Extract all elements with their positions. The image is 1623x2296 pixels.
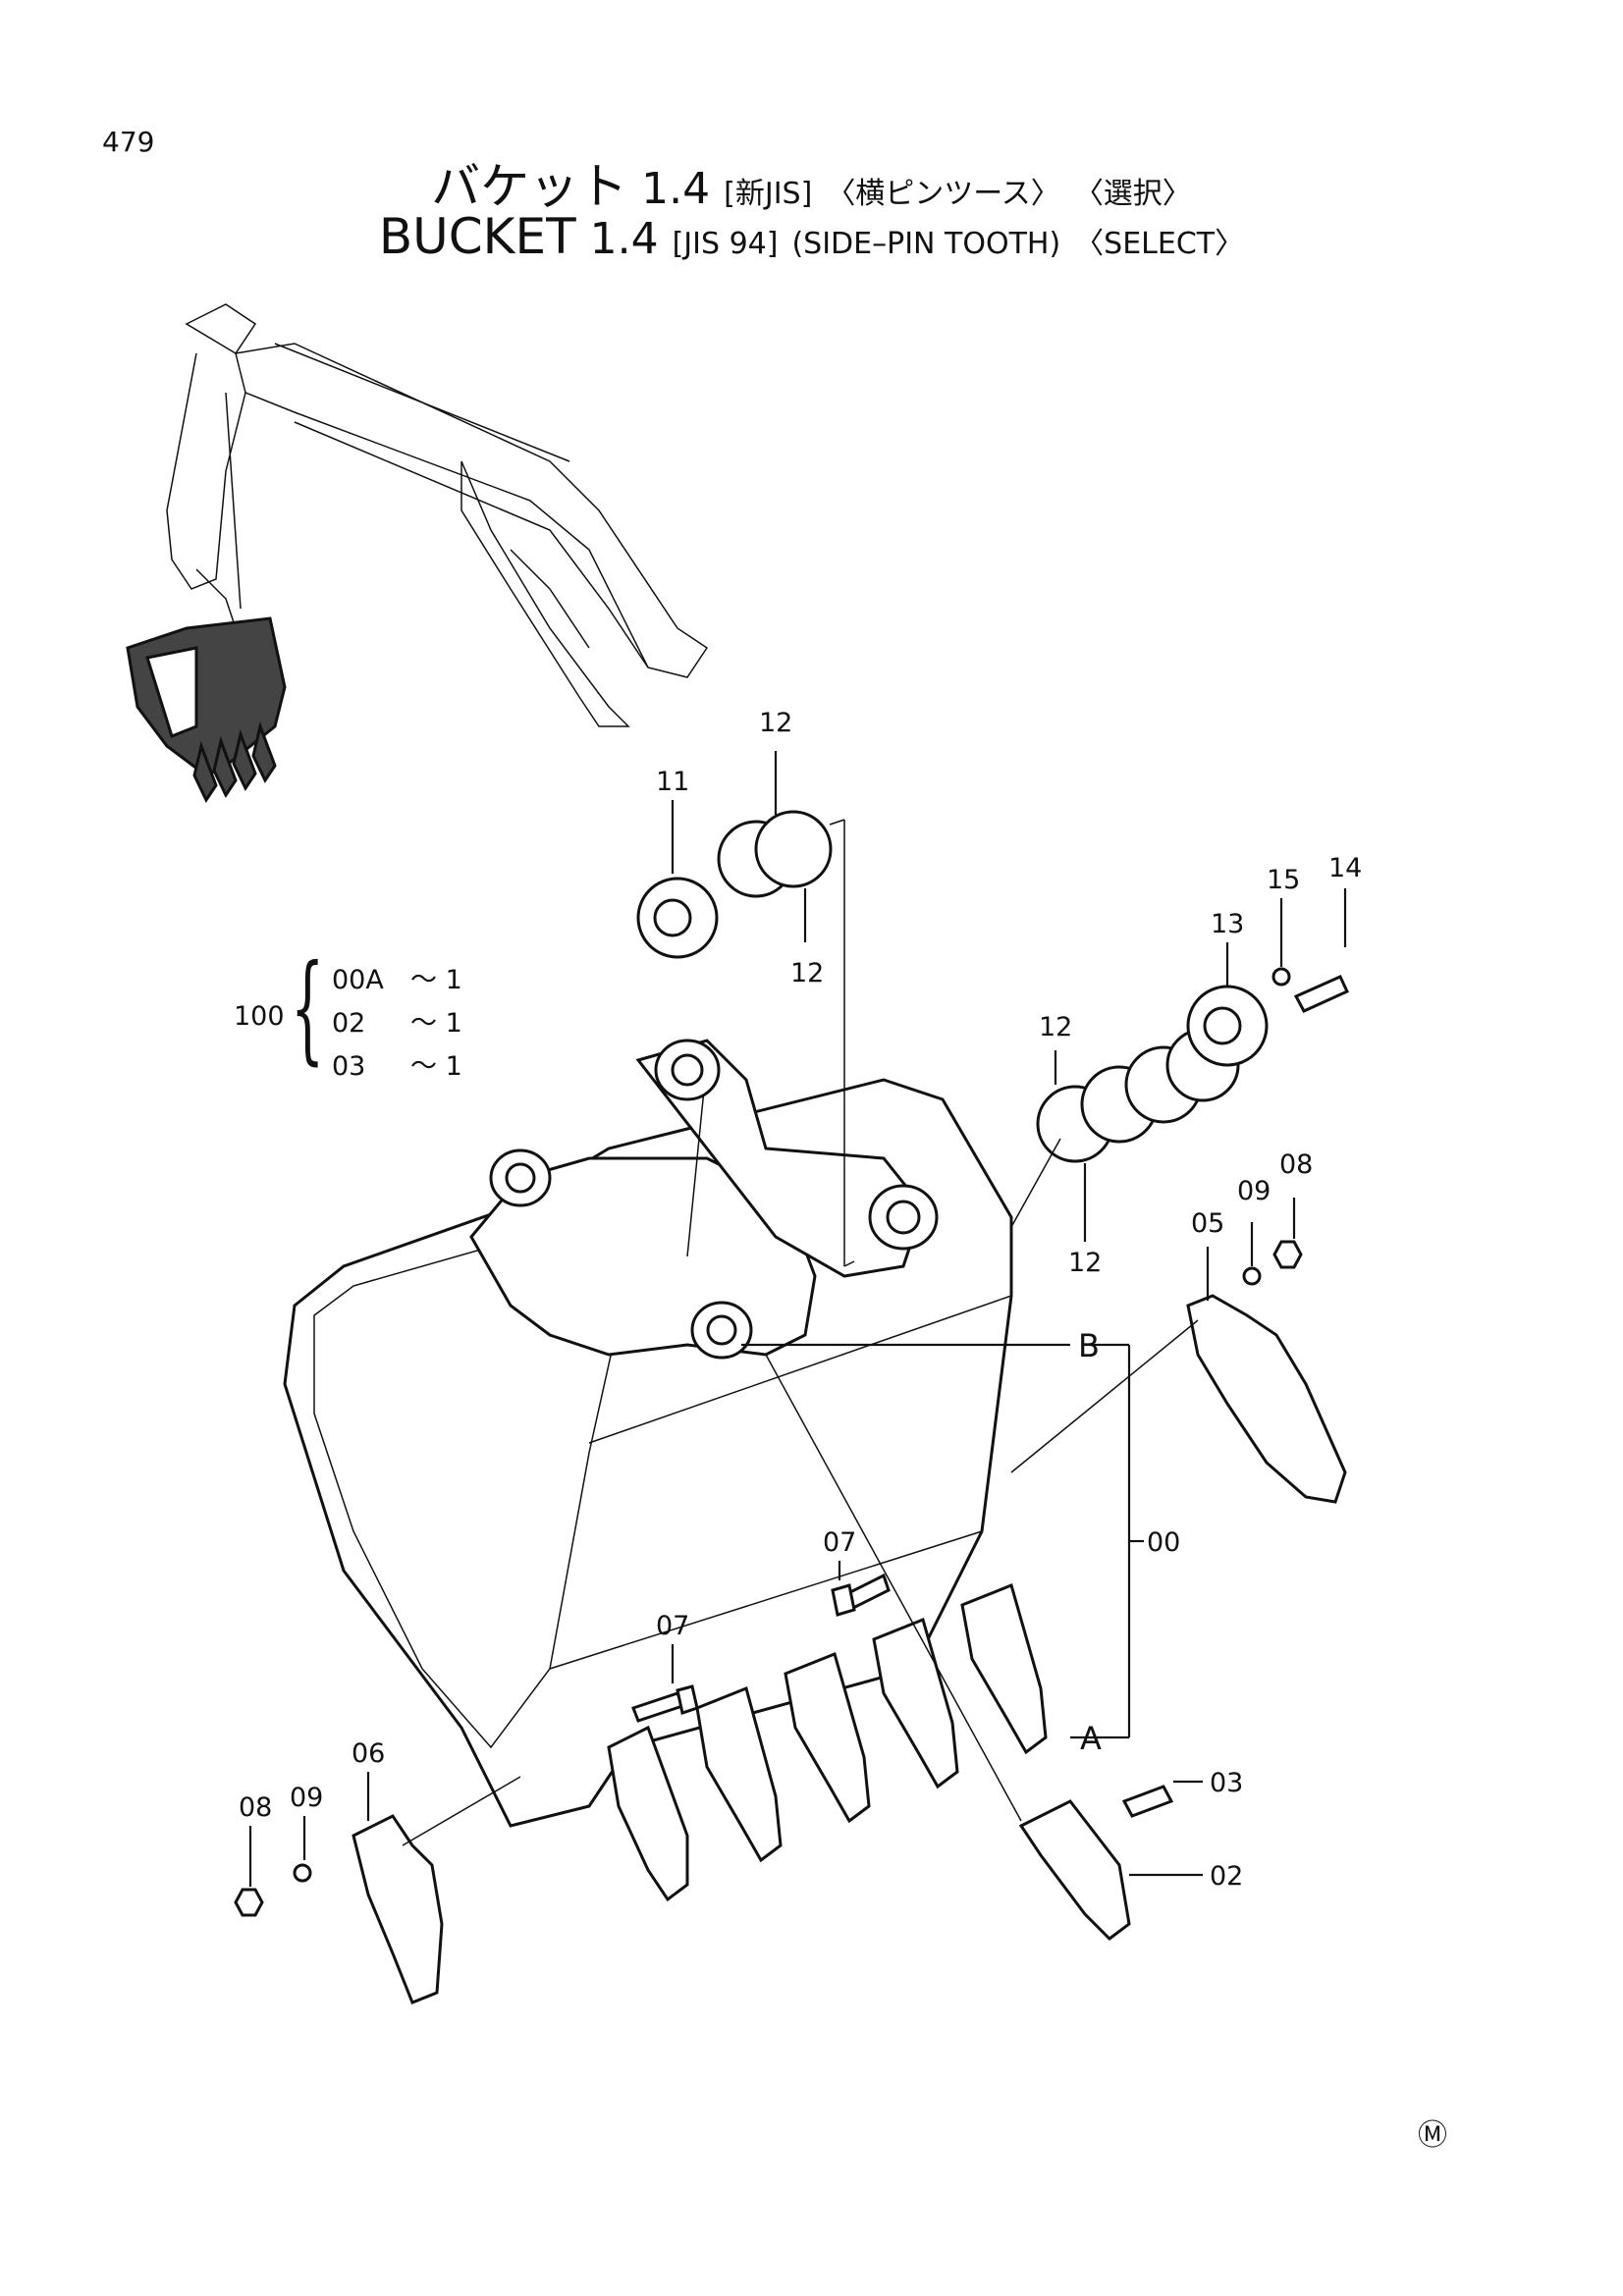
bucket-location-sketch	[126, 616, 287, 804]
shims-right	[1036, 1028, 1240, 1163]
callout-A: A	[1080, 1720, 1102, 1757]
bolts	[631, 975, 1349, 1723]
bucket-sketch-teeth	[192, 721, 277, 804]
kit-number: 100	[234, 1001, 285, 1032]
model-mark: Ⓜ	[1418, 2118, 1447, 2153]
kit-item: 00A～ 1	[332, 965, 462, 995]
callout-09-right: 09	[1237, 1176, 1271, 1206]
callout-12-under: 12	[790, 958, 824, 988]
shims-top	[717, 810, 833, 898]
title-en-main: BUCKET	[378, 208, 576, 265]
callout-13: 13	[1211, 909, 1244, 939]
title-en-type: (SIDE–PIN TOOTH)	[791, 227, 1061, 261]
callout-11: 11	[656, 767, 689, 797]
bucket-pin-bosses	[489, 1039, 939, 1360]
callout-07-upper: 07	[823, 1527, 856, 1558]
callout-02: 02	[1210, 1861, 1243, 1892]
callout-B: B	[1078, 1327, 1100, 1364]
title-jp-type: 〈横ピンツース〉	[826, 177, 1060, 211]
callout-08-right: 08	[1279, 1149, 1313, 1180]
side-cutter-left	[352, 1814, 444, 2004]
title-en-std: [JIS 94]	[672, 227, 779, 261]
nuts-washers	[234, 967, 1303, 1917]
callout-09-left: 09	[290, 1783, 323, 1813]
title-japanese: バケット 1.4 [新JIS] 〈横ピンツース〉 〈選択〉	[0, 147, 1623, 218]
callout-14: 14	[1328, 853, 1362, 883]
kit-item: 03～ 1	[332, 1051, 462, 1082]
leader-lines	[248, 751, 1347, 1887]
callout-labels: 11 12 12 12 12 13 15 14 08 09 05 B 07 00…	[239, 708, 1362, 1892]
tooth-point	[1018, 1799, 1131, 1941]
title-en-option: 〈SELECT〉	[1074, 227, 1245, 261]
page-number: 479	[102, 126, 155, 158]
title-jp-main: バケット	[431, 158, 628, 215]
callout-03: 03	[1210, 1768, 1243, 1798]
title-en-size: 1.4	[589, 214, 659, 264]
plate-13	[1186, 985, 1269, 1067]
callout-07-lower: 07	[656, 1611, 689, 1641]
title-english: BUCKET 1.4 [JIS 94] (SIDE–PIN TOOTH) 〈SE…	[0, 208, 1623, 265]
side-cutter-right	[1186, 1294, 1347, 1504]
callout-00: 00	[1147, 1527, 1180, 1558]
tooth-pin	[1121, 1785, 1174, 1818]
bucket-body	[283, 1039, 1013, 1828]
callout-12-top: 12	[759, 708, 792, 738]
callout-08-left: 08	[239, 1792, 272, 1823]
callout-06: 06	[352, 1738, 385, 1769]
title-jp-size: 1.4	[641, 164, 711, 214]
kit-item: 02～ 1	[332, 1008, 462, 1039]
callout-15: 15	[1267, 865, 1300, 895]
title-jp-option: 〈選択〉	[1073, 177, 1192, 211]
title-jp-std: [新JIS]	[724, 177, 813, 211]
callout-05: 05	[1191, 1208, 1224, 1239]
plate-11	[636, 877, 719, 959]
bucket-teeth	[607, 1582, 1048, 1902]
kit-brace: {	[291, 940, 325, 1077]
excavator-arm-sketch	[166, 303, 709, 727]
callout-12-right-under: 12	[1068, 1248, 1102, 1278]
callout-12-right: 12	[1039, 1012, 1072, 1042]
